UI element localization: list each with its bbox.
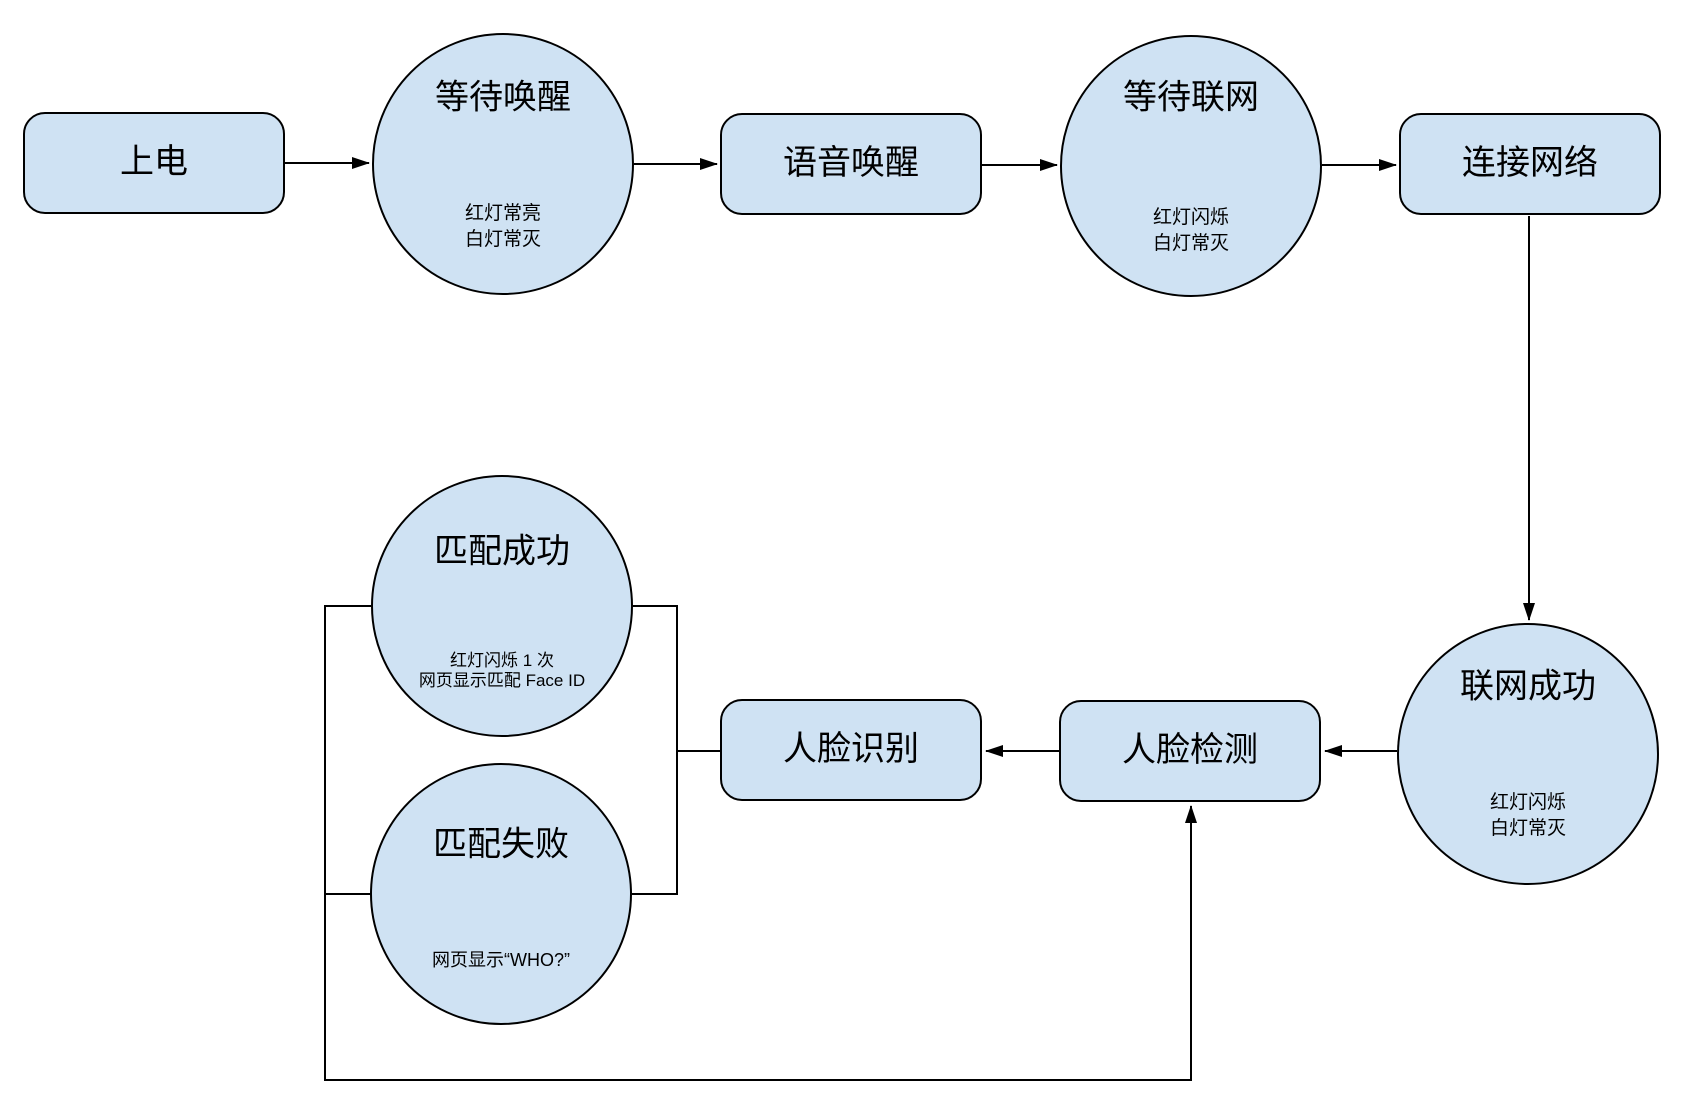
arrow-loop-back-to-detect <box>324 605 1197 1081</box>
match-success-status-line2: 网页显示匹配 Face ID <box>418 671 586 690</box>
node-network-success-status: 红灯闪烁 白灯常灭 <box>1399 790 1657 842</box>
wait-network-status-line2: 白灯常灭 <box>1152 233 1229 254</box>
node-match-fail-label: 匹配失败 <box>433 825 569 864</box>
network-success-status-line2: 白灯常灭 <box>1489 818 1566 839</box>
wait-wake-status-line1: 红灯常亮 <box>464 203 541 224</box>
node-network-success: 联网成功 红灯闪烁 白灯常灭 <box>1397 623 1659 885</box>
node-match-fail: 匹配失败 网页显示“WHO?” <box>370 763 632 1025</box>
node-voice-wake-label: 语音唤醒 <box>783 144 919 183</box>
node-power-on: 上电 <box>23 112 285 214</box>
node-wait-wake: 等待唤醒 红灯常亮 白灯常灭 <box>372 33 634 295</box>
node-face-recognize-label: 人脸识别 <box>783 730 919 769</box>
node-connect-network-label: 连接网络 <box>1462 144 1598 183</box>
node-network-success-label: 联网成功 <box>1460 667 1596 706</box>
node-wait-wake-label: 等待唤醒 <box>435 78 571 117</box>
network-success-status-line1: 红灯闪烁 <box>1489 792 1566 813</box>
node-match-success-status: 红灯闪烁 1 次 网页显示匹配 Face ID <box>373 651 631 691</box>
node-face-recognize: 人脸识别 <box>720 699 982 801</box>
node-match-success-label: 匹配成功 <box>434 532 570 571</box>
wait-network-status-line1: 红灯闪烁 <box>1152 207 1229 228</box>
node-power-on-label: 上电 <box>120 143 188 182</box>
node-wait-network: 等待联网 红灯闪烁 白灯常灭 <box>1060 35 1322 297</box>
node-wait-network-status: 红灯闪烁 白灯常灭 <box>1062 205 1320 257</box>
node-face-detect-label: 人脸检测 <box>1122 731 1258 770</box>
node-match-success: 匹配成功 红灯闪烁 1 次 网页显示匹配 Face ID <box>371 475 633 737</box>
node-connect-network: 连接网络 <box>1399 113 1661 215</box>
node-voice-wake: 语音唤醒 <box>720 113 982 215</box>
wait-wake-status-line2: 白灯常灭 <box>464 229 541 250</box>
match-fail-status-line1: 网页显示“WHO?” <box>432 950 570 970</box>
node-face-detect: 人脸检测 <box>1059 700 1321 802</box>
node-wait-wake-status: 红灯常亮 白灯常灭 <box>374 201 632 253</box>
line-junction-branches <box>632 605 678 895</box>
match-success-status-line1: 红灯闪烁 1 次 <box>450 651 554 670</box>
node-wait-network-label: 等待联网 <box>1123 78 1259 117</box>
node-match-fail-status: 网页显示“WHO?” <box>372 947 630 973</box>
